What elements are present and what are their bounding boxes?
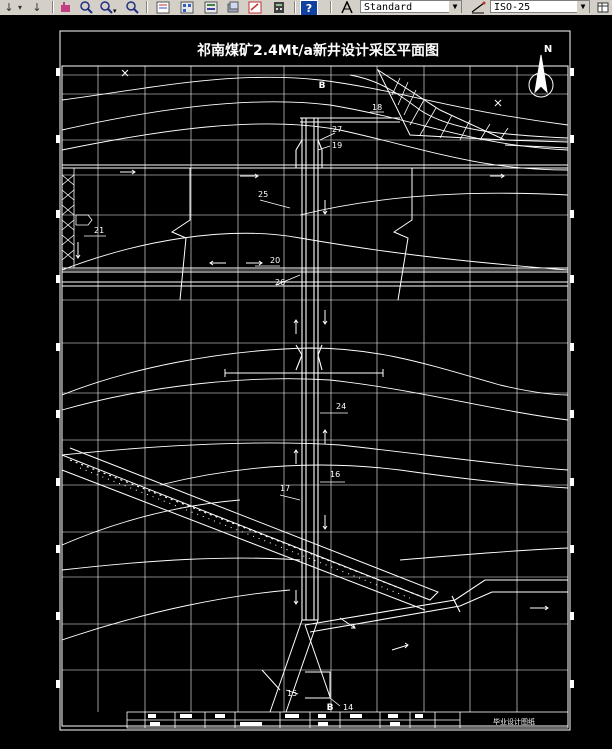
chevron-down-icon[interactable]: ▼ <box>449 1 461 13</box>
north-arrow <box>528 54 554 98</box>
dimension-style-value: ISO-25 <box>494 2 531 13</box>
redo-arrow-icon[interactable]: ↓ <box>4 0 14 14</box>
title-block <box>126 711 569 729</box>
north-label: N <box>544 44 552 55</box>
diagonal-roadway <box>61 447 439 611</box>
label-25: 25 <box>258 190 268 199</box>
section-marker-top: B <box>319 81 326 91</box>
roadway-labels: 18 27 19 25 21 20 26 24 16 17 15 14 <box>94 103 382 712</box>
text-style-value: Standard <box>364 2 413 13</box>
grid-horizontal-lines <box>62 74 568 671</box>
zoom-realtime-icon[interactable] <box>78 0 94 14</box>
sheet-outer-frame <box>59 30 571 731</box>
label-16: 16 <box>330 470 340 479</box>
pan-hand-icon[interactable] <box>58 0 74 14</box>
table-style-icon[interactable] <box>596 0 610 14</box>
fault-zone <box>349 68 569 149</box>
svg-text:▾: ▾ <box>113 7 117 14</box>
cad-toolbar: ↓ ▾ ↓ ▾ ? Standard ▼ ISO-25 <box>0 0 612 16</box>
text-style-select[interactable]: Standard ▼ <box>360 0 462 13</box>
label-19: 19 <box>332 141 342 150</box>
dimension-style-icon[interactable] <box>468 0 488 14</box>
label-18: 18 <box>372 103 382 112</box>
label-21: 21 <box>94 226 104 235</box>
zoom-window-icon[interactable]: ▾ <box>98 0 118 14</box>
label-leaders <box>84 111 384 707</box>
tool-palettes-icon[interactable] <box>202 0 220 14</box>
label-17: 17 <box>280 484 290 493</box>
label-15: 15 <box>287 689 297 698</box>
design-center-icon[interactable] <box>178 0 196 14</box>
label-24: 24 <box>336 402 346 411</box>
calculator-icon[interactable] <box>270 0 288 14</box>
markup-icon[interactable] <box>246 0 264 14</box>
survey-markers <box>121 69 502 107</box>
redo-dropdown-icon[interactable]: ▾ <box>17 2 22 12</box>
title-block-right-text: 毕业设计图纸 <box>493 717 535 726</box>
drawing-canvas[interactable]: 祁南煤矿2.4Mt/a新井设计采区平面图 N B B 毕业设计图纸 18 27 … <box>0 15 612 745</box>
label-26: 26 <box>275 278 285 287</box>
coal-pillar-hatch <box>61 167 93 269</box>
upper-roadways <box>62 117 568 287</box>
properties-icon[interactable] <box>154 0 172 14</box>
chevron-down-icon[interactable]: ▼ <box>577 1 589 13</box>
sheet-inner-frame <box>61 65 569 727</box>
frame-tick-marks <box>56 68 574 688</box>
sheet-set-icon[interactable] <box>224 0 242 14</box>
label-14: 14 <box>343 703 353 712</box>
undo-arrow-icon[interactable]: ↓ <box>32 0 42 14</box>
label-20: 20 <box>270 256 280 265</box>
fault-break-symbols <box>170 168 413 301</box>
help-button[interactable]: ? <box>300 0 318 15</box>
text-style-icon[interactable] <box>338 0 358 14</box>
drawing-title: 祁南煤矿2.4Mt/a新井设计采区平面图 <box>197 42 439 59</box>
zoom-previous-icon[interactable] <box>124 0 140 14</box>
main-incline-roadways <box>295 117 323 621</box>
ventilation-arrows <box>75 169 549 651</box>
section-marker-bottom: B <box>327 703 334 713</box>
lower-right-roadway <box>304 579 568 633</box>
lower-diagonal-shafts <box>261 619 331 713</box>
label-27: 27 <box>332 125 342 134</box>
dimension-style-select[interactable]: ISO-25 ▼ <box>490 0 590 13</box>
contour-lines <box>61 76 569 641</box>
